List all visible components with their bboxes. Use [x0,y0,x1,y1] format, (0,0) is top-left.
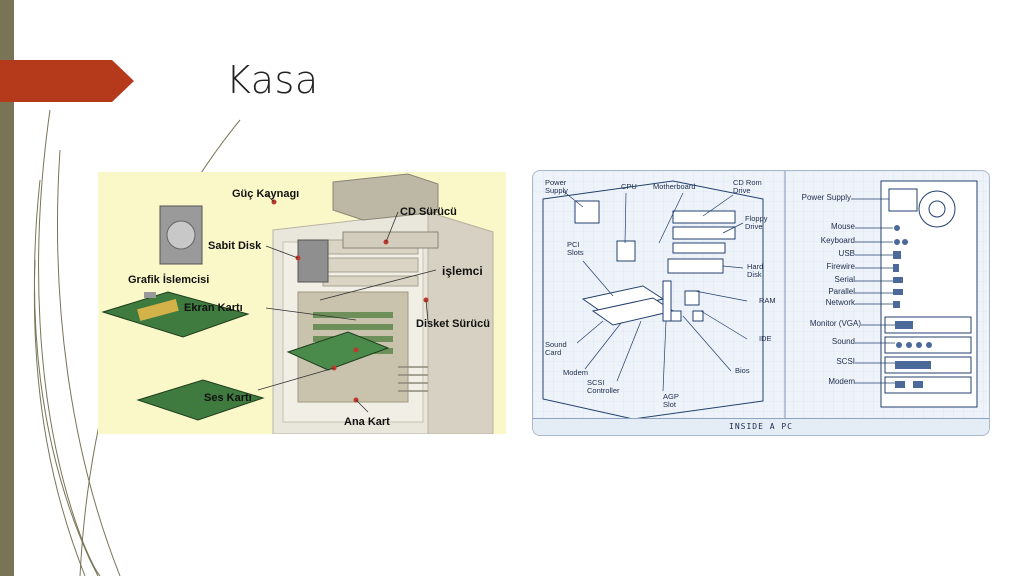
label-sound-card: Ses Kartı [204,392,252,404]
port-scsi: SCSI [836,357,855,366]
diagram-caption: INSIDE A PC [533,418,989,435]
port-mouse: Mouse [830,222,855,231]
label-modem-internal: Modem [563,368,589,377]
blueprint-illustration [533,171,989,420]
label-video-card: Ekran Kartı [184,302,243,314]
label-ide: IDE [759,334,772,343]
port-sound: Sound [831,337,855,346]
port-network: Network [825,298,855,307]
label-cd-drive: CD Sürücü [400,206,457,218]
left-accent-bar [0,0,14,576]
port-firewire: Firewire [826,262,855,271]
port-modem: Modem [828,377,855,386]
label-ram: RAM [759,296,776,305]
port-serial: Serial [834,275,855,284]
label-cpu: CPU [621,182,637,191]
title-arrow-shape [0,60,134,102]
label-floppy-drive: Disket Sürücü [416,318,490,330]
port-keyboard: Keyboard [820,236,855,245]
label-hard-disk: Sabit Disk [208,240,262,252]
slide-title: Kasa [226,58,319,102]
case-illustration [101,173,494,434]
label-motherboard-internal: Motherboard [653,182,696,191]
label-motherboard: Ana Kart [344,416,390,428]
port-power-supply: Power Supply [801,193,851,202]
label-bios: Bios [735,366,750,375]
port-usb: USB [838,249,855,258]
port-monitor: Monitor (VGA) [809,319,861,328]
label-processor: işlemci [442,264,483,278]
port-parallel: Parallel [828,287,855,296]
case-components-diagram: Güç Kaynagı CD Sürücü Sabit Disk Grafik … [98,172,506,434]
label-graphics-processor: Grafik İslemcisi [128,274,210,286]
label-power-supply: Güç Kaynagı [232,188,300,200]
